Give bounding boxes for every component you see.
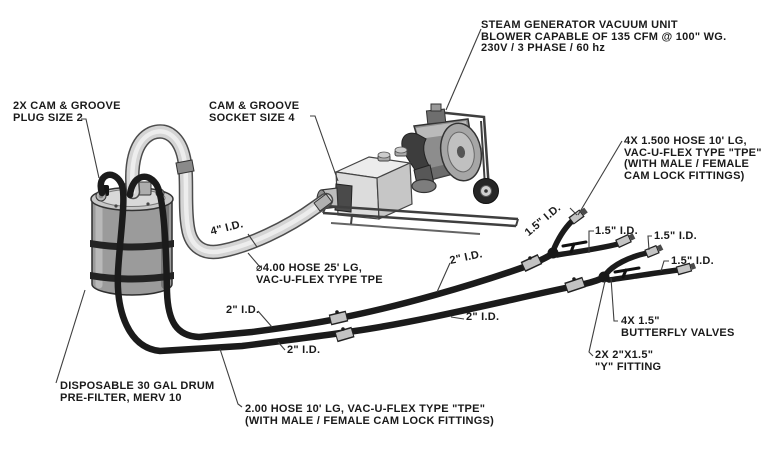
hose-4in-illustration	[125, 124, 334, 260]
callout-id-15in-c: 1.5" I.D.	[671, 255, 714, 267]
leader-id-2in-d	[436, 262, 451, 293]
leader-id-2in-c	[450, 316, 465, 320]
y-fitting-body	[598, 271, 610, 283]
leader-butterfly	[610, 277, 618, 322]
callout-y-fitting: 2X 2"X1.5" "Y" FITTING	[595, 349, 662, 373]
callout-id-15in-a: 1.5" I.D.	[595, 225, 638, 237]
blower-assembly	[401, 103, 483, 194]
callout-id-15in-b: 1.5" I.D.	[654, 230, 697, 242]
leader-id-4in	[247, 233, 258, 248]
leader-drum	[55, 289, 86, 384]
leader-id-15in-c	[660, 260, 669, 272]
branch-hose	[606, 267, 681, 283]
vacuum-unit-illustration	[316, 103, 519, 235]
butterfly-valve-handles	[561, 240, 641, 279]
male-cam-fittings	[568, 207, 697, 276]
callout-id-2in-a: 2" I.D.	[226, 304, 260, 316]
y-fitting-body	[547, 247, 559, 259]
leader-id-15in-rot	[569, 207, 578, 216]
drum-prefilter-illustration	[90, 181, 174, 296]
branch-hose	[603, 250, 650, 277]
callout-hose-15in: 4X 1.500 HOSE 10' LG, VAC-U-FLEX TYPE "T…	[624, 135, 762, 182]
branch-hose	[554, 241, 621, 258]
callout-drum-prefilter: DISPOSABLE 30 GAL DRUM PRE-FILTER, MERV …	[60, 380, 215, 404]
leader-id-2in-b	[277, 341, 286, 351]
leader-plug-size2	[81, 118, 100, 179]
hose-2in-lower	[97, 171, 607, 355]
callout-id-2in-b: 2" I.D.	[287, 344, 321, 356]
cart-wheel	[473, 178, 499, 204]
callout-cam-groove-plug: 2X CAM & GROOVE PLUG SIZE 2	[13, 100, 121, 124]
callout-steam-generator: STEAM GENERATOR VACUUM UNIT BLOWER CAPAB…	[481, 19, 727, 54]
callout-hose-4in: ⌀4.00 HOSE 25' LG, VAC-U-FLEX TYPE TPE	[256, 262, 383, 286]
hose-sleeve	[175, 159, 195, 175]
blower-elbow	[401, 132, 432, 177]
leader-hose-4in	[247, 252, 261, 268]
socket-collar	[313, 193, 333, 212]
cam-lock-couplings	[328, 254, 586, 343]
leader-steam-unit	[445, 28, 482, 111]
hose-2in-upper	[126, 173, 556, 341]
leader-id-2in-a	[257, 310, 273, 328]
callout-butterfly-valves: 4X 1.5" BUTTERFLY VALVES	[621, 315, 735, 339]
leader-hose-2in	[219, 348, 243, 408]
y-fittings-and-branches	[547, 207, 697, 283]
callout-cam-groove-socket: CAM & GROOVE SOCKET SIZE 4	[209, 100, 300, 124]
callout-hose-2in: 2.00 HOSE 10' LG, VAC-U-FLEX TYPE "TPE" …	[245, 403, 495, 427]
leader-id-15in-a	[588, 230, 594, 253]
leader-socket-size4	[310, 115, 339, 182]
leader-hose-15in	[577, 140, 623, 216]
leader-y-fitting	[588, 280, 606, 357]
leader-id-15in-b	[647, 235, 652, 251]
leader-lines	[55, 28, 669, 408]
callout-id-2in-c: 2" I.D.	[466, 311, 500, 323]
